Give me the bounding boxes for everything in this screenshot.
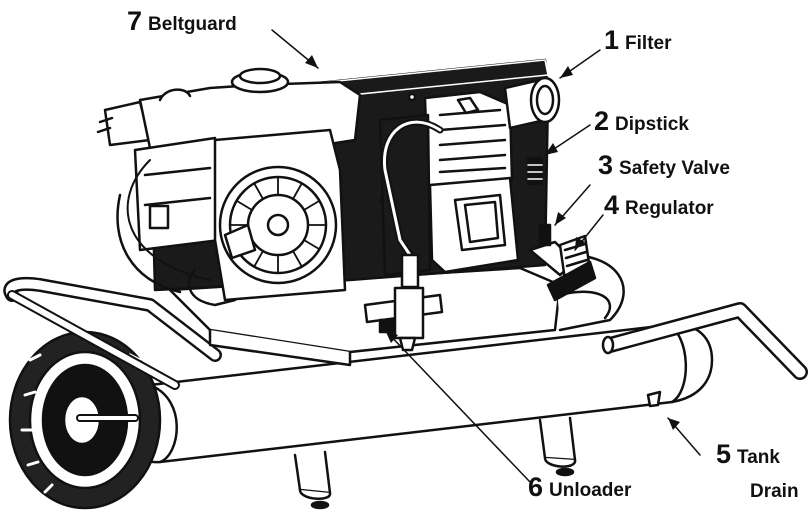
label-filter-text: Filter bbox=[625, 33, 672, 54]
safety-valve-and-regulator bbox=[528, 223, 597, 302]
dipstick bbox=[526, 156, 544, 186]
label-regulator-number: 4 bbox=[604, 190, 620, 220]
right-handle bbox=[601, 302, 808, 380]
compressor-pump bbox=[378, 90, 520, 277]
label-tank-drain-line2: Drain bbox=[750, 482, 799, 501]
label-unloader-number: 6 bbox=[528, 472, 544, 502]
label-unloader-text: Unloader bbox=[549, 480, 632, 501]
label-dipstick-text: Dipstick bbox=[615, 114, 689, 135]
label-regulator-text: Regulator bbox=[625, 198, 714, 219]
label-tank-drain-text-1: Tank bbox=[737, 447, 780, 468]
discharge-hose bbox=[126, 118, 444, 281]
label-beltguard-number: 7 bbox=[127, 6, 143, 36]
wheel bbox=[8, 330, 162, 510]
label-dipstick-number: 2 bbox=[594, 106, 610, 136]
unloader-fitting bbox=[363, 253, 444, 352]
tank-feet bbox=[293, 416, 577, 510]
label-tank-drain-text-2: Drain bbox=[750, 481, 799, 502]
tank-drain-fitting bbox=[646, 390, 662, 408]
label-safety-valve-number: 3 bbox=[598, 150, 614, 180]
leader-arrowheads bbox=[305, 55, 680, 430]
label-filter-number: 1 bbox=[604, 25, 620, 55]
label-tank-drain-number: 5 bbox=[716, 439, 732, 469]
label-beltguard-text: Beltguard bbox=[148, 14, 237, 35]
gas-engine bbox=[96, 67, 362, 307]
label-safety-valve-text: Safety Valve bbox=[619, 158, 730, 179]
air-filter bbox=[503, 76, 561, 130]
left-handle bbox=[3, 276, 222, 390]
